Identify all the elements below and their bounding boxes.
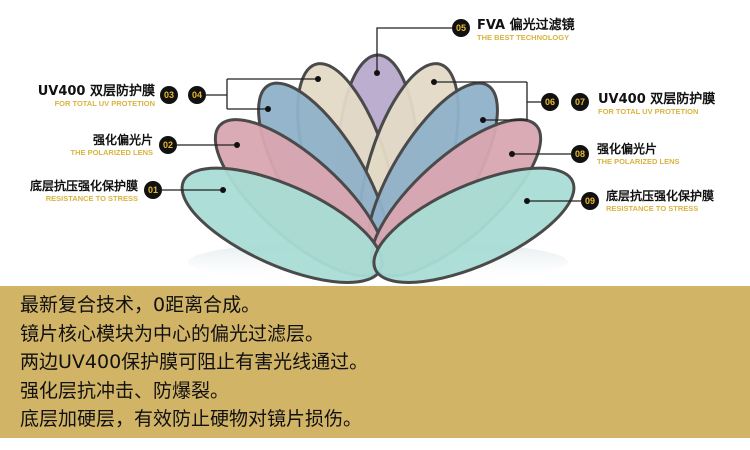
label-fva: FVA 偏光过滤镜 THE BEST TECHNOLOGY bbox=[477, 14, 575, 42]
label-cn: 底层抗压强化保护膜 bbox=[606, 189, 715, 203]
badge-08: 08 bbox=[571, 145, 589, 163]
lens-dot-04 bbox=[315, 76, 321, 82]
description-line: 底层加硬层，有效防止硬物对镜片损伤。 bbox=[20, 408, 363, 430]
label-en: THE BEST TECHNOLOGY bbox=[477, 33, 570, 42]
label-cn: FVA 偏光过滤镜 bbox=[477, 18, 575, 33]
badge-04: 04 bbox=[188, 86, 206, 104]
badge-05: 05 bbox=[452, 19, 470, 37]
leader-line-0304 bbox=[206, 78, 318, 110]
lens-dot-03 bbox=[265, 106, 271, 112]
label-cn: 底层抗压强化保护膜 bbox=[29, 179, 138, 193]
description-panel: 最新复合技术，0距离合成。 镜片核心模块为中心的偏光过滤层。 两边UV400保护… bbox=[0, 286, 750, 438]
label-uv400-left: UV400 双层防护膜 FOR TOTAL UV PROTETION bbox=[38, 80, 155, 108]
lens-layer-09 bbox=[372, 166, 576, 284]
label-cn: 强化偏光片 bbox=[92, 133, 153, 147]
label-polarized-right: 强化偏光片 THE POLARIZED LENS bbox=[597, 140, 680, 166]
lens-dot-09 bbox=[524, 198, 530, 204]
lens-dot-01 bbox=[220, 187, 226, 193]
description-line: 最新复合技术，0距离合成。 bbox=[20, 294, 261, 316]
lens-dot-06 bbox=[431, 79, 437, 85]
lens-dot-02 bbox=[234, 142, 240, 148]
label-en: FOR TOTAL UV PROTETION bbox=[598, 107, 699, 116]
description-line: 镜片核心模块为中心的偏光过滤层。 bbox=[20, 323, 325, 345]
label-polarized-left: 强化偏光片 THE POLARIZED LENS bbox=[70, 131, 153, 157]
description-line: 两边UV400保护膜可阻止有害光线通过。 bbox=[20, 351, 369, 373]
label-en: FOR TOTAL UV PROTETION bbox=[54, 99, 155, 108]
label-uv400-right: UV400 双层防护膜 FOR TOTAL UV PROTETION bbox=[598, 88, 715, 116]
leader-line-05 bbox=[376, 27, 452, 73]
lens-dot-08 bbox=[509, 151, 515, 157]
label-cn: UV400 双层防护膜 bbox=[37, 84, 155, 99]
label-cn: 强化偏光片 bbox=[597, 142, 658, 156]
lens-dot-05 bbox=[374, 70, 380, 76]
badge-09: 09 bbox=[581, 192, 599, 210]
label-en: RESISTANCE TO STRESS bbox=[45, 194, 138, 203]
leader-line-0607 bbox=[434, 81, 541, 121]
badge-01: 01 bbox=[144, 181, 162, 199]
description-line: 强化层抗冲击、防爆裂。 bbox=[20, 380, 230, 402]
label-en: THE POLARIZED LENS bbox=[70, 148, 153, 157]
badge-07: 07 bbox=[571, 93, 589, 111]
label-resistance-right: 底层抗压强化保护膜 RESISTANCE TO STRESS bbox=[606, 187, 714, 213]
lens-layer-fan bbox=[162, 27, 581, 284]
label-cn: UV400 双层防护膜 bbox=[598, 92, 716, 107]
lens-dot-07 bbox=[480, 117, 486, 123]
label-en: RESISTANCE TO STRESS bbox=[606, 204, 699, 213]
label-resistance-left: 底层抗压强化保护膜 RESISTANCE TO STRESS bbox=[30, 177, 138, 203]
badge-03: 03 bbox=[160, 86, 178, 104]
label-en: THE POLARIZED LENS bbox=[597, 157, 680, 166]
badge-06: 06 bbox=[541, 93, 559, 111]
badge-02: 02 bbox=[159, 136, 177, 154]
